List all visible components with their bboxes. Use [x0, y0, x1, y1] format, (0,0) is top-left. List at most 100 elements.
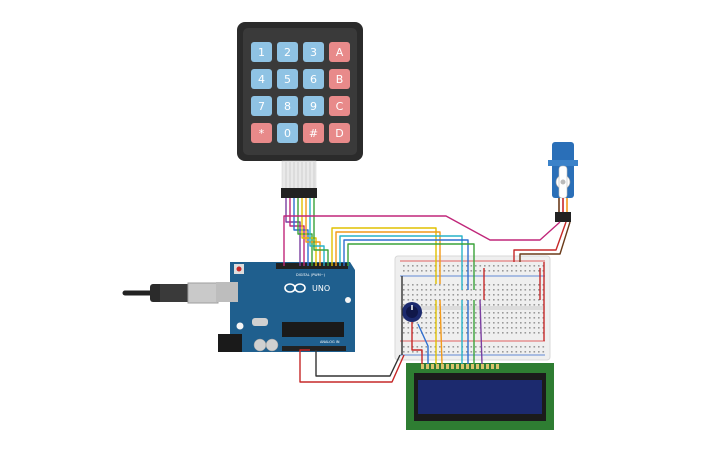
keypad-key[interactable]: [303, 123, 324, 143]
arduino-chip: [282, 322, 344, 337]
breadboard-hole: [502, 304, 504, 306]
breadboard-hole: [493, 304, 495, 306]
breadboard-hole: [488, 289, 491, 291]
arduino-mount-hole-2: [345, 297, 351, 303]
breadboard-hole: [425, 332, 428, 334]
wire-bb-lcd-2: [439, 299, 443, 365]
breadboard-hole: [511, 322, 513, 324]
keypad-key-label: 2: [284, 46, 291, 59]
breadboard-hole: [493, 317, 495, 319]
breadboard-hole: [421, 346, 423, 348]
breadboard-hole: [475, 346, 477, 348]
wire-keypad-6: [305, 198, 321, 266]
keypad-key[interactable]: [303, 69, 324, 89]
keypad-key[interactable]: [329, 123, 350, 143]
keypad-key[interactable]: [251, 123, 272, 143]
breadboard-hole: [506, 289, 509, 291]
keypad-key[interactable]: [251, 42, 272, 62]
breadboard-hole: [457, 322, 459, 324]
breadboard-hole: [407, 351, 410, 353]
keypad-key[interactable]: [329, 96, 350, 116]
breadboard-hole: [443, 346, 446, 348]
keypad-key[interactable]: [303, 42, 324, 62]
breadboard-hole: [533, 312, 536, 314]
breadboard-hole: [538, 289, 540, 291]
breadboard-hole: [479, 346, 482, 348]
breadboard-hole: [466, 299, 468, 301]
breadboard-hole: [416, 327, 419, 329]
lcd-pins: [421, 364, 499, 369]
breadboard-hole: [412, 327, 414, 329]
breadboard-hole: [439, 299, 441, 301]
keypad-key[interactable]: [277, 123, 298, 143]
breadboard-hole: [421, 294, 423, 296]
breadboard-hole: [475, 322, 477, 324]
breadboard-hole: [524, 322, 527, 324]
wire-keypad-5: [301, 198, 317, 266]
breadboard-hole: [497, 327, 500, 329]
potentiometer[interactable]: [402, 302, 422, 322]
breadboard-hole: [475, 289, 477, 291]
breadboard-hole: [497, 317, 500, 319]
breadboard-hole: [470, 265, 473, 267]
keypad-key[interactable]: [251, 69, 272, 89]
breadboard-hole: [502, 284, 504, 286]
breadboard-hole: [506, 327, 509, 329]
keypad-key[interactable]: [277, 42, 298, 62]
keypad-key[interactable]: [303, 96, 324, 116]
breadboard-hole: [421, 284, 423, 286]
breadboard-hole: [538, 265, 540, 267]
breadboard-hole: [470, 351, 473, 353]
keypad-key[interactable]: [277, 96, 298, 116]
breadboard-hole: [466, 346, 468, 348]
pot-knob-inner: [406, 306, 418, 318]
breadboard-hole: [488, 284, 491, 286]
breadboard-hole: [412, 284, 414, 286]
keypad-key[interactable]: [277, 69, 298, 89]
breadboard-hole: [479, 289, 482, 291]
breadboard-hole: [506, 294, 509, 296]
breadboard-hole: [416, 332, 419, 334]
breadboard-hole: [416, 270, 419, 272]
breadboard-hole: [529, 294, 531, 296]
keypad-key[interactable]: [329, 42, 350, 62]
wire-servo-signal: [283, 215, 561, 266]
breadboard-hole: [502, 294, 504, 296]
lcd-display[interactable]: [406, 363, 554, 430]
breadboard-hole: [403, 304, 405, 306]
breadboard-hole: [457, 299, 459, 301]
breadboard-hole: [466, 294, 468, 296]
breadboard-hole: [443, 270, 446, 272]
arduino-mount-hole-1: [236, 322, 244, 330]
wire-keypad-2: [289, 198, 305, 266]
breadboard-hole: [520, 322, 522, 324]
arduino-capacitor-1: [253, 338, 267, 352]
breadboard-hole: [412, 299, 414, 301]
breadboard-hole: [493, 270, 495, 272]
breadboard-hole: [457, 289, 459, 291]
keypad-key[interactable]: [251, 96, 272, 116]
wire-keypad-7: [309, 198, 325, 266]
breadboard-hole: [506, 270, 509, 272]
breadboard-hole: [488, 346, 491, 348]
breadboard-hole: [416, 265, 419, 267]
breadboard-hole: [479, 265, 482, 267]
breadboard-hole: [430, 299, 432, 301]
breadboard-hole: [475, 332, 477, 334]
breadboard-hole: [403, 322, 405, 324]
breadboard-hole: [439, 289, 441, 291]
breadboard-hole: [412, 294, 414, 296]
breadboard-hole: [466, 327, 468, 329]
servo-motor[interactable]: [548, 142, 578, 222]
breadboard[interactable]: [394, 255, 551, 361]
breadboard-hole: [484, 351, 486, 353]
breadboard-hole: [452, 312, 455, 314]
breadboard-hole: [497, 294, 500, 296]
breadboard-hole: [538, 270, 540, 272]
arduino-uno[interactable]: UNO DIGITAL (PWM~) ANALOG IN: [122, 262, 355, 352]
keypad-key[interactable]: [329, 69, 350, 89]
breadboard-hole: [448, 270, 450, 272]
breadboard-hole: [524, 265, 527, 267]
usb-port: [187, 282, 219, 304]
